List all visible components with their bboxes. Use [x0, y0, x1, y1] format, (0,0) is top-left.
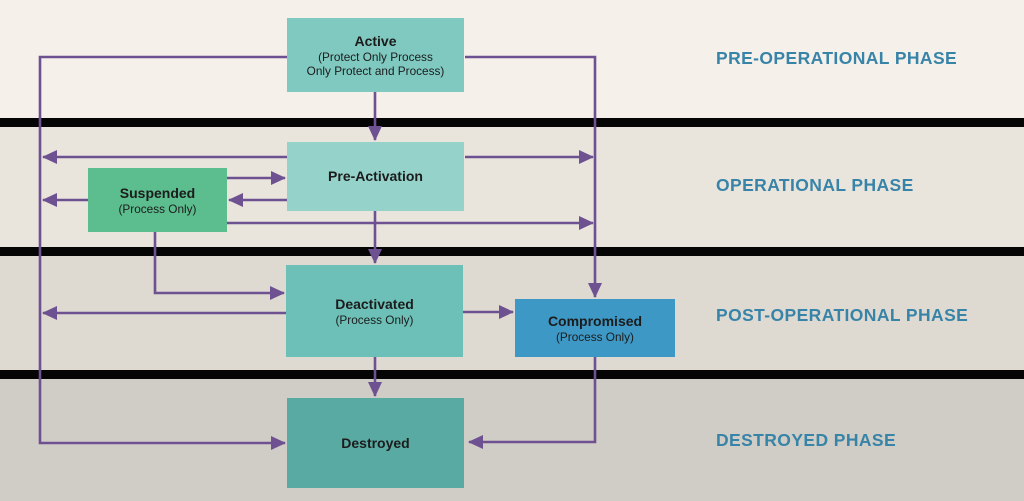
phase-divider: [0, 118, 1024, 127]
state-subtitle: (Protect Only Process: [318, 49, 433, 64]
state-subtitle: Only Protect and Process): [306, 64, 445, 79]
state-title: Destroyed: [341, 434, 410, 451]
phase-label-pre-operational: PRE-OPERATIONAL PHASE: [716, 48, 958, 68]
phase-divider: [0, 247, 1024, 256]
state-box-active: Active (Protect Only Process Only Protec…: [287, 18, 464, 92]
state-box-pre-activation: Pre-Activation: [287, 142, 464, 211]
phase-divider: [0, 370, 1024, 379]
state-subtitle: (Process Only): [118, 201, 197, 216]
state-title: Compromised: [547, 312, 643, 329]
state-box-destroyed: Destroyed: [287, 398, 464, 488]
state-subtitle: (Process Only): [555, 329, 634, 344]
phase-label-post-operational: POST-OPERATIONAL PHASE: [716, 305, 969, 325]
state-box-suspended: Suspended (Process Only): [88, 168, 227, 232]
state-title: Deactivated: [335, 295, 414, 312]
state-box-compromised: Compromised (Process Only): [515, 299, 675, 357]
state-title: Suspended: [119, 184, 196, 201]
state-title: Pre-Activation: [328, 168, 423, 185]
state-subtitle: (Process Only): [335, 312, 414, 327]
phase-label-destroyed: DESTROYED PHASE: [716, 430, 897, 450]
phase-label-operational: OPERATIONAL PHASE: [716, 175, 914, 195]
state-box-deactivated: Deactivated (Process Only): [286, 265, 463, 357]
state-title: Active: [354, 32, 397, 49]
